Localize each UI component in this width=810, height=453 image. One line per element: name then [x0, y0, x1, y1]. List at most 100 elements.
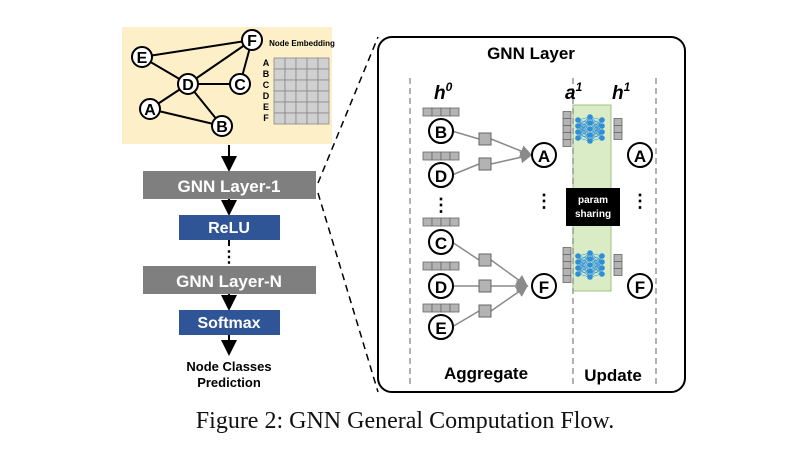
relu-box: ReLU — [179, 215, 280, 240]
mlp-neuron — [575, 265, 581, 271]
embedding-cell — [273, 101, 286, 114]
aggregated-feature-cell — [562, 125, 572, 133]
aggregated-feature-cell — [562, 275, 572, 283]
mlp-neuron — [599, 135, 605, 141]
graph-node-b: B — [211, 115, 233, 137]
aggregated-feature-cell — [562, 118, 572, 126]
mlp-connection — [589, 119, 603, 136]
svg-text:F: F — [263, 113, 269, 123]
embedding-cell — [317, 101, 330, 114]
aggregate-wiring-bottom — [451, 241, 529, 328]
embedding-cell — [273, 112, 286, 125]
embedding-cell — [295, 79, 308, 92]
mlp-neuron — [599, 265, 605, 271]
zoom-line-top — [317, 36, 379, 184]
svg-text:sharing: sharing — [575, 209, 611, 220]
embedding-cell — [284, 112, 297, 125]
output-node-a: A — [627, 142, 653, 168]
svg-text:D: D — [182, 77, 194, 94]
svg-text:a1: a1 — [565, 80, 583, 104]
mlp-neuron — [575, 123, 581, 129]
mlp-connection — [589, 255, 603, 272]
feature-cell — [431, 261, 442, 271]
mlp-neuron — [575, 253, 581, 259]
input-graph: E F D C A B Node Embedding A B C D E — [122, 27, 335, 144]
aggregated-feature-cell — [562, 254, 572, 262]
updated-feature-cell — [613, 132, 623, 140]
target-ellipsis: ⋮ — [535, 191, 553, 211]
svg-text:D: D — [435, 278, 447, 297]
mlp-neuron — [599, 271, 605, 277]
mlp-neuron — [587, 256, 593, 262]
mlp-neuron — [587, 126, 593, 132]
svg-text:C: C — [435, 234, 447, 253]
input-node-c: C — [428, 229, 454, 255]
target-node-f: F — [531, 273, 557, 299]
softmax-box: Softmax — [179, 310, 280, 335]
panel-title: GNN Layer — [487, 44, 575, 63]
svg-text:B: B — [263, 69, 270, 79]
feature-cell — [449, 151, 460, 161]
output-label-line1: Node Classes — [186, 359, 271, 374]
aggregated-feature-cell — [562, 247, 572, 255]
zoom-line-bottom — [317, 192, 379, 393]
svg-text:C: C — [234, 77, 246, 94]
svg-text:Softmax: Softmax — [197, 315, 260, 332]
svg-text:GNN Layer-N: GNN Layer-N — [176, 272, 282, 291]
feature-cell — [431, 107, 442, 117]
embedding-matrix — [273, 57, 330, 125]
embedding-cell — [273, 79, 286, 92]
mlp-network-bottom — [575, 250, 605, 280]
aggregated-feature-cell — [562, 132, 572, 140]
graph-node-e: E — [131, 46, 153, 68]
feature-vectors — [422, 107, 623, 313]
mlp-connection — [589, 255, 603, 278]
mlp-neuron — [587, 114, 593, 120]
mlp-neuron — [575, 117, 581, 123]
embedding-row-labels: A B C D E F — [263, 58, 270, 123]
header-h0: h0 — [434, 80, 453, 104]
target-node-a: A — [531, 142, 557, 168]
embedding-cell — [284, 68, 297, 81]
feature-cell — [422, 261, 433, 271]
header-h1: h1 — [612, 80, 631, 104]
svg-text:C: C — [263, 80, 270, 90]
embedding-cell — [317, 112, 330, 125]
embedding-cell — [273, 68, 286, 81]
output-label-line2: Prediction — [197, 375, 261, 390]
mlp-connection — [589, 119, 603, 142]
mlp-neuron — [575, 271, 581, 277]
aggregate-box-bottom-1 — [478, 253, 492, 267]
mlp-neuron — [599, 253, 605, 259]
pipeline-ellipsis: ⋮ — [221, 249, 237, 266]
mlp-connection — [589, 261, 603, 278]
mlp-neuron — [575, 259, 581, 265]
embedding-cell — [273, 57, 286, 70]
svg-text:A: A — [263, 58, 270, 68]
feature-cell — [431, 151, 442, 161]
feature-cell — [440, 151, 451, 161]
param-sharing-box: param sharing — [566, 188, 620, 226]
mlp-neuron — [599, 123, 605, 129]
mlp-neuron — [599, 259, 605, 265]
feature-cell — [440, 303, 451, 313]
embedding-cell — [317, 90, 330, 103]
embedding-cell — [295, 57, 308, 70]
feature-cell — [422, 151, 433, 161]
embedding-cell — [295, 112, 308, 125]
mlp-connection — [577, 252, 591, 275]
mlp-neuron — [599, 129, 605, 135]
embedding-cell — [284, 90, 297, 103]
svg-text:GNN Layer-1: GNN Layer-1 — [178, 177, 281, 196]
feature-cell — [440, 261, 451, 271]
aggregate-box-bottom-3 — [478, 304, 492, 318]
embedding-cell — [317, 57, 330, 70]
feature-cell — [449, 217, 460, 227]
mlp-neuron — [587, 132, 593, 138]
output-ellipsis: ⋮ — [631, 191, 649, 211]
feature-cell — [449, 303, 460, 313]
feature-cell — [440, 107, 451, 117]
embedding-cell — [284, 79, 297, 92]
embedding-cell — [306, 101, 319, 114]
graph-node-f: F — [241, 29, 263, 51]
